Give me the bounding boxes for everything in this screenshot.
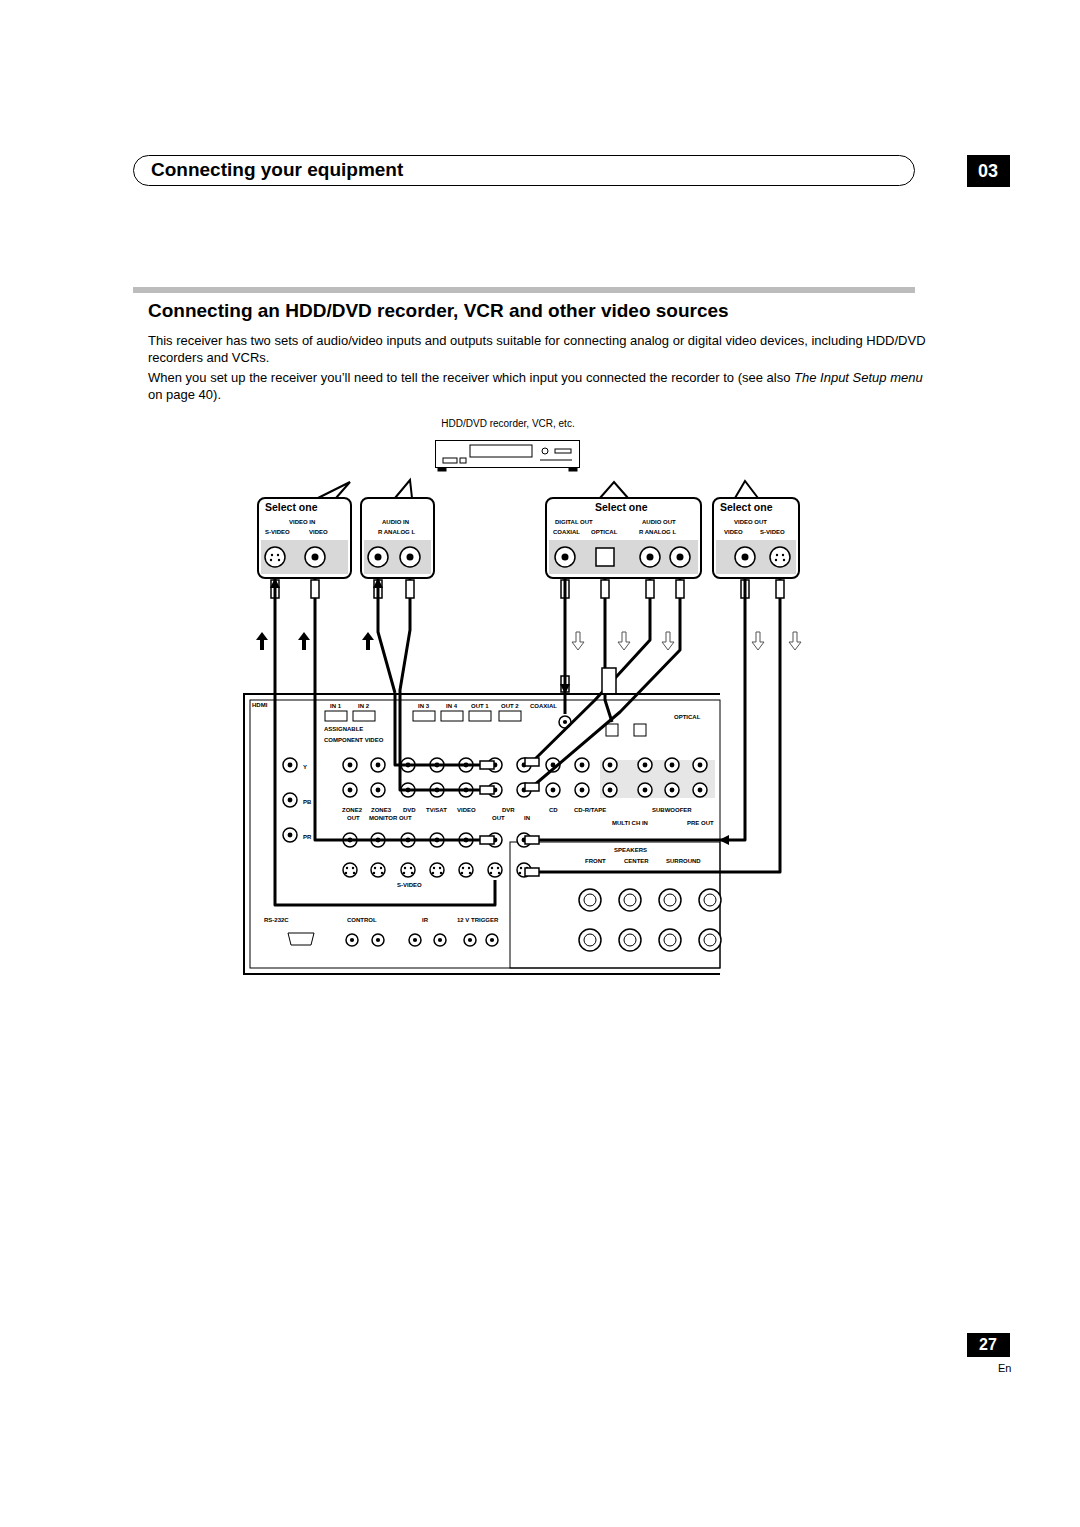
cable-connector: [720, 579, 745, 840]
panel-label: PR: [303, 834, 311, 840]
callout-box: AUDIO IN R ANALOG L: [360, 497, 435, 579]
callout-box: Select oneVIDEO IN S-VIDEO VIDEO: [257, 497, 352, 579]
page-number: 27: [967, 1333, 1010, 1357]
recorder-box: HDD/DVD recorder, VCR, etc.: [435, 440, 580, 468]
section-rule: [133, 287, 915, 293]
node-heading: Select one: [720, 502, 773, 513]
node-text: S-VIDEO: [760, 529, 785, 535]
cable-plugs: [271, 580, 784, 876]
panel-label: SURROUND: [666, 858, 701, 864]
node-text: S-VIDEO: [265, 529, 290, 535]
node-text: COAXIAL: [553, 529, 580, 535]
panel-label: IR: [422, 917, 428, 923]
node-text: DIGITAL OUT: [555, 519, 593, 525]
cross-reference: The Input Setup menu: [794, 370, 923, 385]
panel-label: SPEAKERS: [614, 847, 647, 853]
node-heading: Select one: [265, 502, 318, 513]
node-heading: Connecting your equipment: [151, 160, 403, 180]
panel-label: S-VIDEO: [397, 882, 422, 888]
receiver-panel: [250, 700, 720, 968]
panel-label: SUBWOOFER: [652, 807, 692, 813]
body-text: This receiver has two sets of audio/vide…: [148, 333, 928, 367]
chapter-header: Connecting your equipment: [133, 155, 915, 186]
panel-label: ZONE2: [342, 807, 362, 813]
cables: [275, 579, 780, 905]
panel-label: RS-232C: [264, 917, 289, 923]
panel-label: MULTI CH IN: [612, 820, 648, 826]
panel-label: ZONE3: [371, 807, 391, 813]
callout-box: Select oneVIDEO OUT VIDEO S-VIDEO: [712, 497, 800, 579]
node-heading: HDD/DVD recorder, VCR, etc.: [441, 419, 574, 430]
panel-label: IN: [524, 815, 530, 821]
callout-tails: [318, 480, 758, 498]
panel-label: ASSIGNABLE: [324, 726, 363, 732]
panel-label: MONITOR OUT: [369, 815, 412, 821]
panel-label: CD-R/TAPE: [574, 807, 606, 813]
panel-label: PRE OUT: [687, 820, 714, 826]
panel-label: IN 2: [358, 703, 369, 709]
node-text: OPTICAL: [591, 529, 617, 535]
cable-connector: [378, 579, 395, 693]
panel-label: IN 3: [418, 703, 429, 709]
panel-label: DVD: [403, 807, 416, 813]
direction-arrows: [256, 632, 801, 650]
node-text: R ANALOG L: [639, 529, 676, 535]
panel-label: OPTICAL: [674, 714, 700, 720]
node-text: VIDEO OUT: [734, 519, 767, 525]
cable-connector: [274, 579, 277, 693]
node-text: VIDEO: [309, 529, 328, 535]
panel-label: Y: [303, 764, 307, 770]
panel-label: OUT: [347, 815, 360, 821]
callout-box: Select oneDIGITAL OUT AUDIO OUT COAXIAL OPT…: [545, 497, 702, 579]
node-heading: 27: [979, 1337, 997, 1354]
language-mark: En: [998, 1361, 1011, 1375]
panel-label: FRONT: [585, 858, 606, 864]
panel-label: OUT 2: [501, 703, 519, 709]
panel-label: COMPONENT VIDEO: [324, 737, 383, 743]
panel-label: CD: [549, 807, 558, 813]
node-heading: AUDIO IN: [382, 519, 409, 525]
jack-panels: [261, 540, 796, 574]
node-text: VIDEO IN: [289, 519, 315, 525]
panel-label: CENTER: [624, 858, 649, 864]
panel-label: OUT: [492, 815, 505, 821]
jacks: [265, 547, 790, 951]
node-heading: 03: [978, 162, 998, 181]
body-text: on page 40).: [148, 387, 221, 402]
body-text: When you set up the receiver you’ll need…: [148, 370, 790, 385]
cable-connector: [564, 579, 567, 693]
panel-label: IN 1: [330, 703, 341, 709]
section-title: Connecting an HDD/DVD recorder, VCR and …: [148, 300, 729, 322]
panel-label: IN 4: [446, 703, 457, 709]
panel-label: COAXIAL: [530, 703, 557, 709]
panel-label: PB: [303, 799, 311, 805]
receiver-rear-panel: HDMI ASSIGNABLE IN 1 IN 2 IN 3 IN 4 OUT 1 OUT 2…: [243, 693, 720, 975]
node-text: R ANALOG L: [378, 529, 415, 535]
panel-label: DVR: [502, 807, 515, 813]
panel-label: VIDEO: [457, 807, 476, 813]
node-text: VIDEO: [724, 529, 743, 535]
panel-label: TV/SAT: [426, 807, 447, 813]
chapter-number: 03: [967, 155, 1010, 187]
node-text: AUDIO OUT: [642, 519, 676, 525]
panel-label: 12 V TRIGGER: [457, 917, 498, 923]
panel-label: OUT 1: [471, 703, 489, 709]
panel-label: CONTROL: [347, 917, 377, 923]
body-paragraph: When you set up the receiver you’ll need…: [148, 370, 928, 404]
panel-label: HDMI: [252, 702, 267, 708]
node-heading: Select one: [595, 502, 648, 513]
